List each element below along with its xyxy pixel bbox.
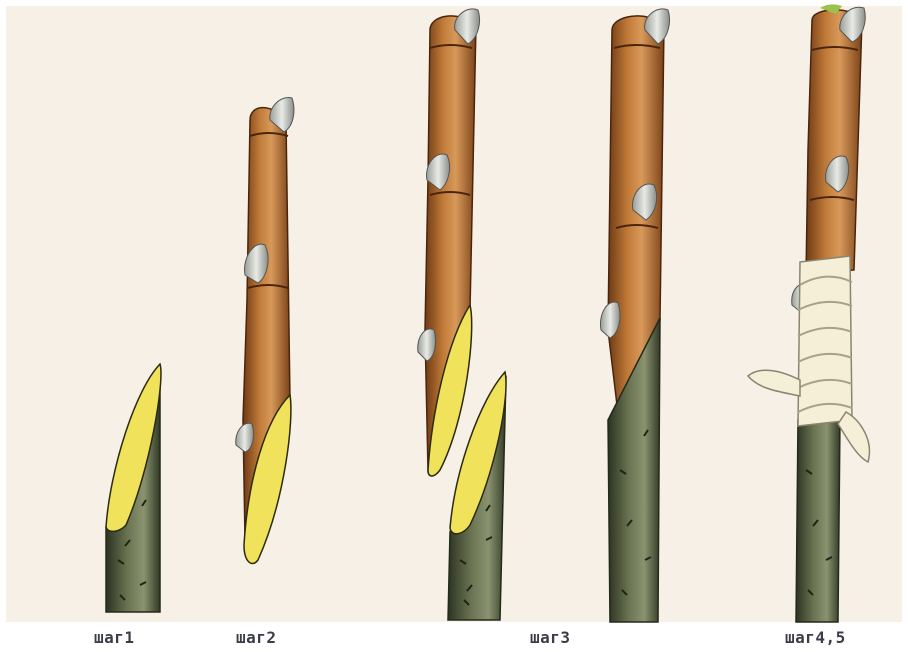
step-label-2: шаг2: [236, 628, 277, 647]
step-label-1: шаг1: [94, 628, 135, 647]
step-label-3: шаг3: [530, 628, 571, 647]
step-label-4-5: шаг4,5: [785, 628, 846, 647]
rootstock-icon: [796, 420, 840, 622]
